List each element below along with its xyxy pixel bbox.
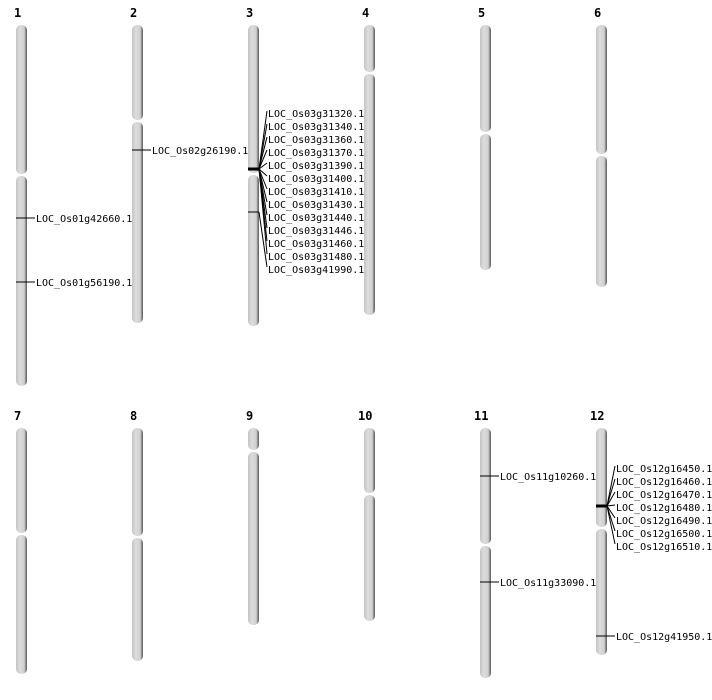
chromosome-long-arm	[480, 134, 491, 270]
gene-label: LOC_Os12g16490.1	[616, 516, 712, 527]
chromosome-number: 7	[14, 409, 21, 423]
chromosome-number: 3	[246, 6, 253, 20]
chromosome-long-arm	[480, 546, 491, 678]
chromosome-number: 12	[590, 409, 604, 423]
locus-connector	[606, 478, 616, 507]
gene-label: LOC_Os03g31430.1	[268, 200, 364, 211]
gene-label: LOC_Os12g16480.1	[616, 503, 712, 514]
gene-label: LOC_Os02g26190.1	[152, 146, 248, 157]
chromosome-short-arm	[480, 25, 491, 132]
gene-label: LOC_Os03g31446.1	[268, 226, 364, 237]
chromosome-long-arm	[16, 535, 27, 674]
gene-label: LOC_Os03g31460.1	[268, 239, 364, 250]
gene-label: LOC_Os12g16460.1	[616, 477, 712, 488]
locus-connector	[258, 168, 268, 177]
chromosome-short-arm	[596, 25, 607, 154]
gene-label: LOC_Os12g16450.1	[616, 464, 712, 475]
chromosome-short-arm	[132, 428, 143, 536]
chromosome-number: 5	[478, 6, 485, 20]
chromosome-short-arm	[248, 428, 259, 450]
chromosome-short-arm	[364, 428, 375, 493]
gene-label: LOC_Os03g31370.1	[268, 148, 364, 159]
gene-label: LOC_Os03g31320.1	[268, 109, 364, 120]
chromosome-number: 6	[594, 6, 601, 20]
chromosome-long-arm	[596, 156, 607, 287]
gene-label: LOC_Os12g16470.1	[616, 490, 712, 501]
locus-connector	[606, 505, 616, 519]
gene-label: LOC_Os11g10260.1	[500, 472, 596, 483]
gene-label: LOC_Os03g31400.1	[268, 174, 364, 185]
gene-label: LOC_Os03g31340.1	[268, 122, 364, 133]
chromosome-number: 2	[130, 6, 137, 20]
locus-connector	[606, 505, 616, 545]
locus-connector	[606, 504, 616, 507]
chromosome-long-arm	[16, 176, 27, 386]
locus-connector	[606, 491, 616, 507]
chromosome-number: 10	[358, 409, 372, 423]
gene-label: LOC_Os11g33090.1	[500, 578, 596, 589]
gene-label: LOC_Os03g41990.1	[268, 265, 364, 276]
gene-label: LOC_Os12g16500.1	[616, 529, 712, 540]
chromosome-short-arm	[132, 25, 143, 120]
locus-connector	[258, 136, 268, 170]
chromosome-long-arm	[596, 529, 607, 655]
gene-label: LOC_Os03g31410.1	[268, 187, 364, 198]
chromosome-number: 4	[362, 6, 369, 20]
gene-label: LOC_Os01g42660.1	[36, 214, 132, 225]
gene-label: LOC_Os01g56190.1	[36, 278, 132, 289]
gene-label: LOC_Os03g31480.1	[268, 252, 364, 263]
gene-label: LOC_Os03g31440.1	[268, 213, 364, 224]
locus-connector	[258, 149, 268, 170]
chromosome-short-arm	[364, 25, 375, 72]
chromosome-number: 1	[14, 6, 21, 20]
locus-connector	[258, 168, 268, 190]
gene-label: LOC_Os03g31360.1	[268, 135, 364, 146]
chromosome-long-arm	[132, 122, 143, 323]
locus-connector	[606, 465, 616, 507]
locus-connector	[258, 162, 268, 170]
chromosome-long-arm	[364, 74, 375, 315]
locus-connector	[258, 123, 268, 170]
gene-label: LOC_Os03g31390.1	[268, 161, 364, 172]
locus-connector	[258, 211, 268, 268]
gene-label: LOC_Os12g41950.1	[616, 632, 712, 643]
chromosome-long-arm	[364, 495, 375, 621]
chromosome-long-arm	[248, 452, 259, 625]
locus-connector	[258, 168, 268, 255]
chromosome-number: 9	[246, 409, 253, 423]
chromosome-short-arm	[16, 428, 27, 533]
chromosome-long-arm	[132, 538, 143, 661]
chromosome-short-arm	[480, 428, 491, 544]
chromosome-short-arm	[248, 25, 259, 173]
chromosome-number: 11	[474, 409, 488, 423]
chromosome-number: 8	[130, 409, 137, 423]
gene-label: LOC_Os12g16510.1	[616, 542, 712, 553]
chromosome-short-arm	[16, 25, 27, 174]
chromosome-short-arm	[596, 428, 607, 527]
chromosome-long-arm	[248, 175, 259, 326]
